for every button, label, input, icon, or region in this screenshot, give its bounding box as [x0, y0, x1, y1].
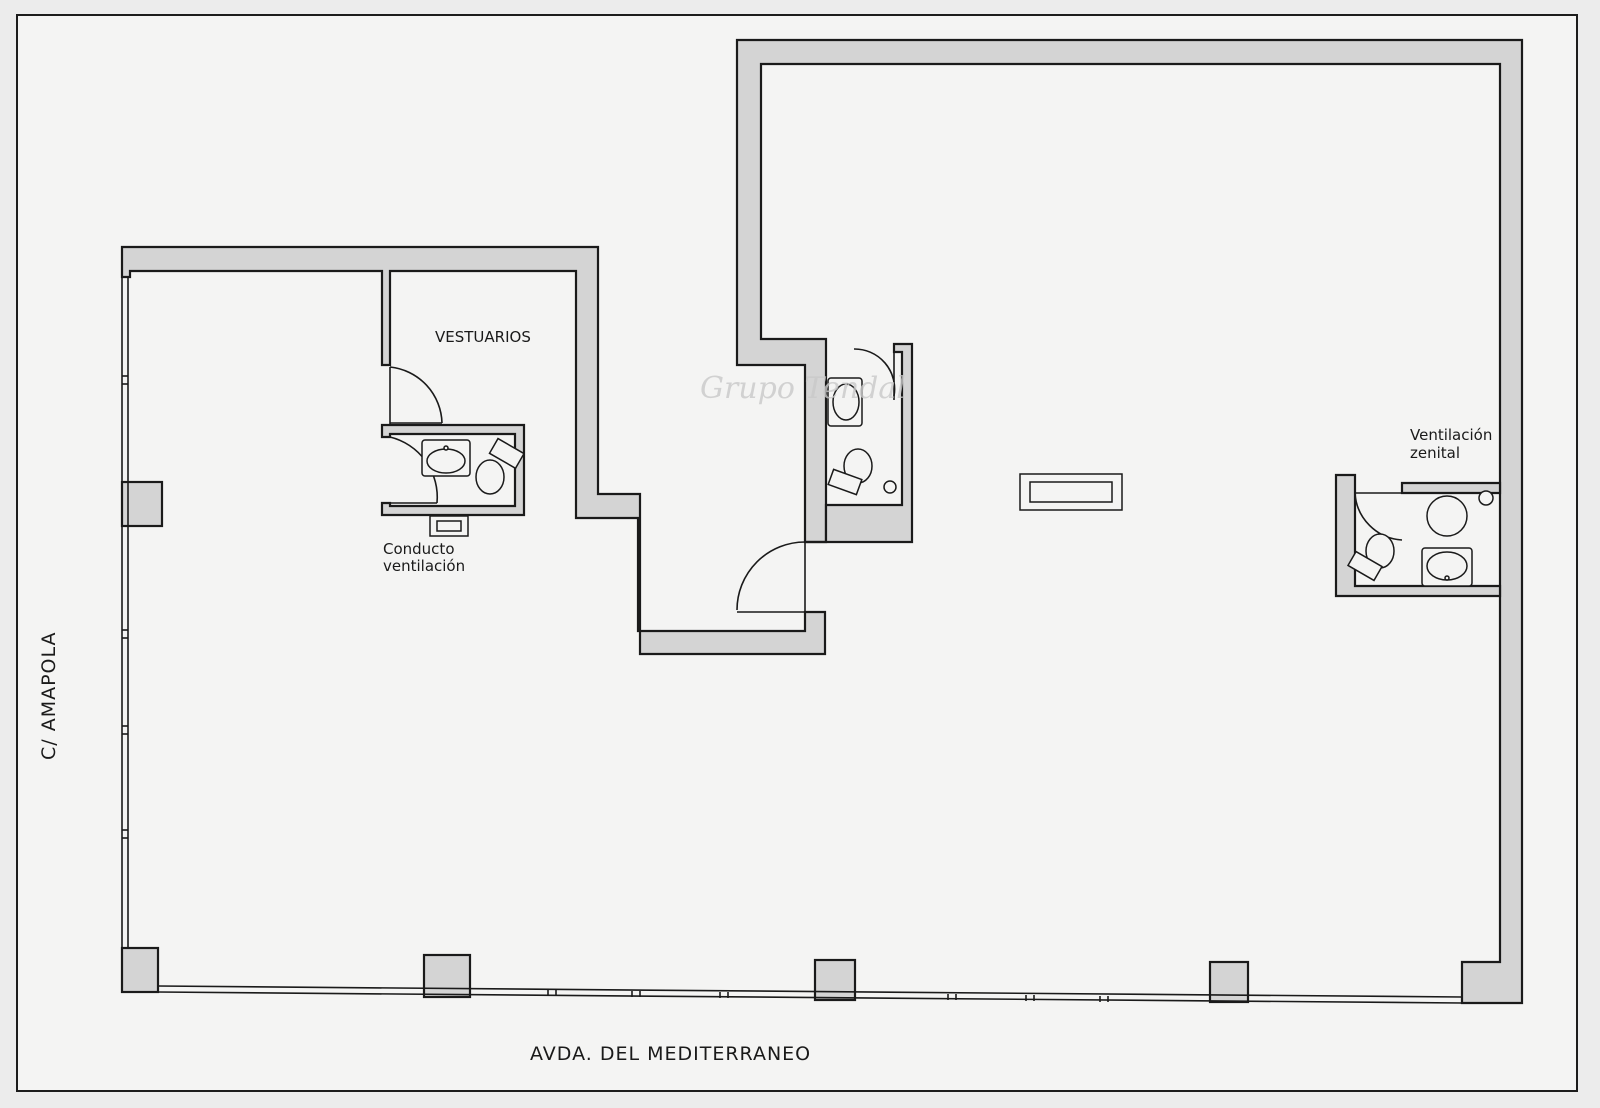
column-bottom-3: [1208, 960, 1250, 1004]
toilet-left: [475, 437, 526, 495]
label-street-left: C/ AMAPOLA: [38, 631, 60, 760]
door-corridor-swing: [736, 541, 806, 611]
label-ventilacion-2: zenital: [1410, 444, 1460, 462]
drawing-frame: [16, 14, 1578, 1092]
wall-bathroom-center: [805, 342, 914, 544]
toilet-right: [1346, 533, 1395, 582]
wall-left-block: [120, 245, 827, 656]
column-bottom-1: [422, 953, 472, 999]
wall-right-block: [735, 38, 1524, 1005]
toilet-center: [827, 448, 873, 496]
label-conducto-2: ventilación: [383, 557, 465, 575]
shower-drain-right: [1426, 495, 1468, 537]
facade-bottom-inner: [157, 985, 1463, 998]
facade-bottom-outer: [157, 991, 1463, 1004]
label-ventilacion-1: Ventilación: [1410, 426, 1492, 444]
label-conducto-1: Conducto: [383, 540, 455, 558]
sink-right: [1421, 547, 1473, 587]
vent-right: [1478, 490, 1494, 506]
column-bottom-left: [120, 946, 160, 994]
sink-center: [827, 377, 863, 427]
door-vestuarios-swing: [389, 366, 443, 424]
wall-bathroom-right-top: [1400, 481, 1502, 495]
watermark: Grupo Tendal: [700, 371, 906, 406]
sink-left: [421, 439, 471, 477]
column-bottom-2: [813, 958, 857, 1002]
wall-bathroom-right: [1334, 473, 1502, 598]
label-street-bottom: AVDA. DEL MEDITERRANEO: [530, 1043, 811, 1065]
skylight-vent: [1019, 473, 1123, 511]
drain-center: [883, 480, 897, 494]
door-wc-right-swing: [1354, 492, 1403, 541]
label-vestuarios: VESTUARIOS: [435, 328, 531, 346]
